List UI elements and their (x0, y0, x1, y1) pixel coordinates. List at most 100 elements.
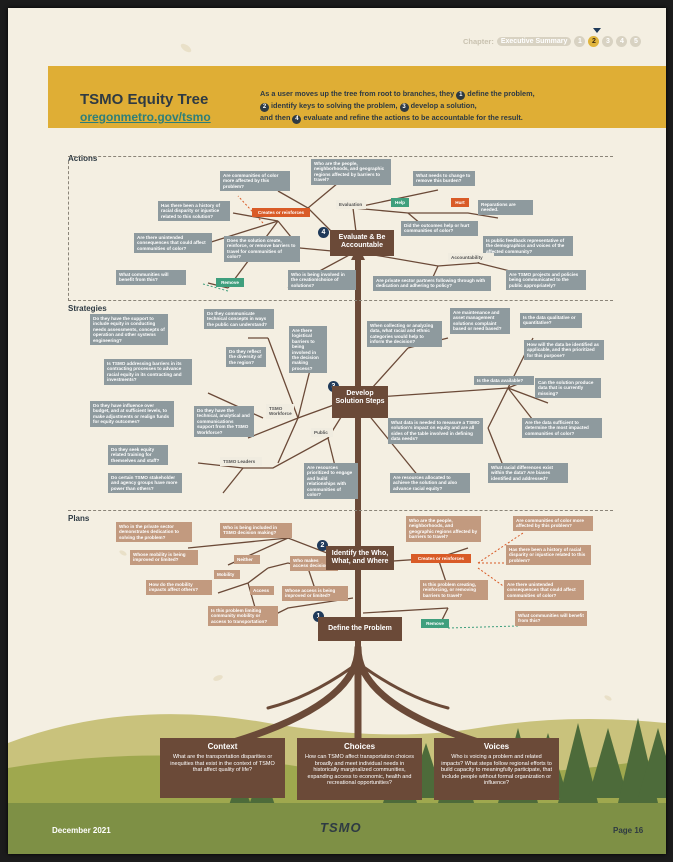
section-plans: Plans (68, 514, 90, 523)
chapter-label: Chapter: (463, 37, 494, 46)
strategy-q11: Can the solution produce data that is cu… (535, 378, 601, 399)
plan-neither: Neither (234, 555, 260, 565)
action-evaluation: Evaluation (336, 200, 366, 210)
root-voices: Voices Who is voicing a problem and rela… (434, 738, 559, 800)
strategy-q15: Are the data sufficient to determine the… (522, 418, 602, 439)
plan-q7: Has there been a history of racial dispa… (506, 545, 591, 566)
action-accountability: Accountability (448, 253, 494, 263)
chapter-page-3[interactable]: 3 (602, 36, 614, 47)
stage-4-number: 4 (318, 227, 329, 238)
stage-identify: Identify the Who, What, and Where (326, 546, 394, 570)
strategy-q6: Is the data qualitative or quantitative? (520, 313, 582, 328)
chapter-indicator-icon (593, 28, 601, 33)
stage-2-number: 2 (317, 540, 328, 551)
plan-mobility: Mobility (214, 570, 240, 580)
stage-develop: Develop Solution Steps (332, 386, 388, 418)
strategy-q13: Do they have the technical, analytical a… (194, 406, 254, 438)
plan-q8: How do the mobility impacts affect other… (146, 580, 212, 595)
stage-define: Define the Problem (318, 617, 402, 641)
root-choices-text: How can TSMO affect transportation choic… (305, 754, 414, 787)
tsmo-link[interactable]: oregonmetro.gov/tsmo (80, 110, 211, 124)
plan-q13: What communities will benefit from this? (515, 611, 587, 626)
action-q8: Does the solution create, reinforce, or … (224, 236, 300, 262)
tsmo-logo: TSMO (320, 820, 362, 835)
action-q12: Are TSMO projects and policies being com… (506, 270, 586, 291)
root-voices-title: Voices (483, 742, 510, 751)
action-hurt: Hurt (451, 198, 469, 208)
strategy-q10: Is the data available? (474, 376, 534, 386)
divider-left (68, 161, 69, 301)
strategy-q16: Do they seek equity related training for… (108, 445, 168, 466)
chapter-page-4[interactable]: 4 (616, 36, 628, 47)
divider-plans (68, 510, 613, 511)
strategy-q4: When collecting or analyzing data, what … (367, 321, 442, 347)
action-q6: Are there unintended consequences that c… (134, 233, 212, 254)
section-strategies: Strategies (68, 304, 107, 313)
plan-q10: Is this problem creating, reinforcing, o… (420, 580, 488, 601)
strategy-q2: Do they communicate technical concepts i… (204, 309, 274, 330)
footer-date: December 2021 (52, 826, 111, 835)
root-voices-text: Who is voicing a problem and related imp… (441, 754, 552, 787)
chapter-page-1[interactable]: 1 (574, 36, 586, 47)
strategy-q20: Are resources allocated to achieve the s… (390, 473, 470, 494)
chapter-name[interactable]: Executive Summary (496, 37, 572, 46)
divider-actions (68, 156, 613, 157)
divider-strategies (68, 300, 613, 301)
action-help: Help (391, 198, 409, 208)
strategy-q1: Do they have the support to include equi… (90, 314, 168, 346)
strategy-q14: What data is needed to measure a TSMO so… (388, 418, 483, 444)
plan-q12: Is this problem limiting community mobil… (208, 606, 278, 627)
stage-1-number: 1 (313, 611, 324, 622)
action-q7: Did the outcomes help or hurt communitie… (401, 221, 478, 236)
section-actions: Actions (68, 154, 98, 163)
action-creates-reinforces: Creates or reinforces (252, 208, 310, 218)
action-q11: Who is being involved in the creation/ch… (288, 270, 356, 291)
strategy-q7: Do they reflect the diversity of the reg… (226, 347, 266, 368)
strategy-q19: Do certain TSMO stakeholder and agency g… (108, 473, 182, 494)
strategy-q12: Do they have influence over budget, and … (90, 401, 174, 427)
strategy-public: Public (311, 428, 333, 438)
root-context: Context What are the transportation disp… (160, 738, 285, 798)
action-q1: Are communities of color more affected b… (220, 171, 290, 192)
plan-creates-reinforces: Creates or reinforces (411, 554, 471, 564)
strategy-q3: Are there logistical barriers to being i… (289, 326, 327, 374)
strategy-workforce: TSMO Workforce (266, 404, 294, 419)
action-q10: What communities will benefit from this? (116, 270, 186, 285)
plan-q3: Who are the people, neighborhoods, and g… (406, 516, 481, 542)
strategy-q5: Are maintenance and asset management sol… (450, 308, 510, 334)
action-q3: What needs to change to remove this burd… (413, 171, 475, 186)
plan-q11: Are there unintended consequences that c… (504, 580, 584, 601)
strategy-q17: Are resources prioritized to engage and … (304, 463, 358, 500)
strategy-q9: Is TSMO addressing barriers in its contr… (104, 359, 192, 385)
stage-evaluate: Evaluate & Be Accountable (330, 230, 394, 256)
plan-q1: Who in the private sector demonstrates d… (116, 522, 192, 543)
chapter-nav: Chapter: Executive Summary 1 2 3 4 5 (463, 36, 642, 47)
page: Chapter: Executive Summary 1 2 3 4 5 TSM… (8, 8, 666, 854)
plan-q2: Who is being included in TSMO decision m… (220, 523, 292, 538)
action-q5: Reparations are needed. (478, 200, 533, 215)
action-q9: Is public feedback representative of the… (483, 236, 573, 257)
plan-q4: Are communities of color more affected b… (513, 516, 593, 531)
strategy-leaders: TSMO Leaders (220, 457, 262, 467)
action-q2: Who are the people, neighborhoods, and g… (311, 159, 391, 185)
plan-q5: Whose mobility is being improved or limi… (130, 550, 198, 565)
page-number: Page 16 (613, 826, 644, 835)
chapter-page-5[interactable]: 5 (630, 36, 642, 47)
action-q13: Are private sector partners following th… (373, 276, 491, 291)
strategy-q18: What racial differences exist within the… (488, 463, 568, 484)
banner: TSMO Equity Tree oregonmetro.gov/tsmo As… (48, 66, 666, 128)
root-choices: Choices How can TSMO affect transportati… (297, 738, 422, 800)
ground (8, 803, 666, 854)
strategy-q8: How will the data be identified as appli… (524, 340, 604, 361)
root-context-title: Context (207, 742, 238, 751)
action-remove: Remove (216, 278, 244, 288)
plan-remove: Remove (421, 619, 449, 629)
root-context-text: What are the transportation disparities … (170, 754, 275, 774)
plan-access: Access (250, 586, 274, 596)
root-choices-title: Choices (343, 742, 376, 751)
banner-description: As a user moves up the tree from root to… (260, 89, 535, 124)
chapter-page-2-active[interactable]: 2 (588, 36, 600, 47)
tree-roots (209, 644, 502, 752)
plan-q9: Whose access is being improved or limite… (282, 586, 348, 601)
page-title: TSMO Equity Tree (80, 91, 209, 108)
